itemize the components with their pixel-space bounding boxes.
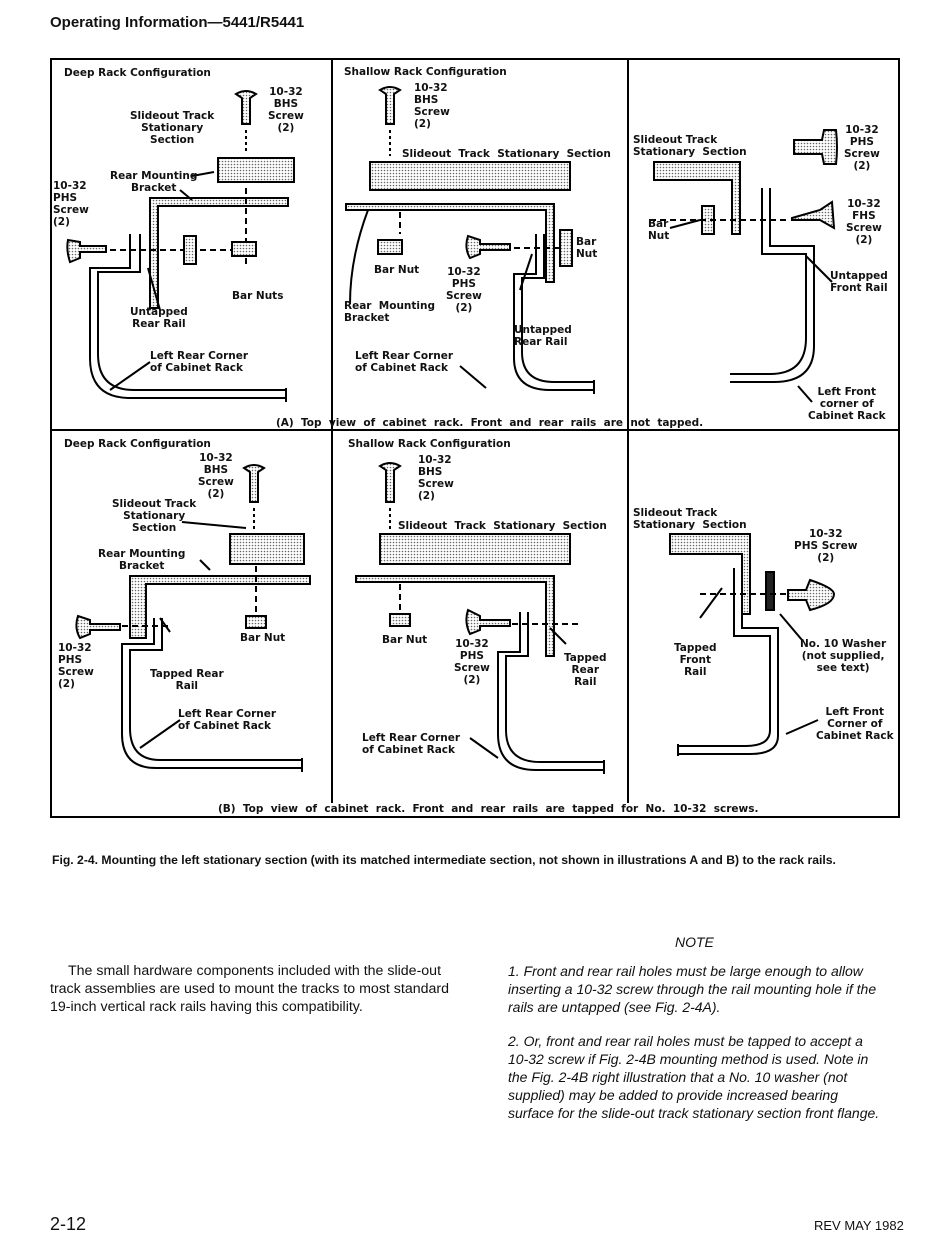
- f-corner-label: Left Front Corner of Cabinet Rack: [816, 706, 894, 742]
- a-bhs-screw-label: 10-32 BHS Screw (2): [268, 86, 304, 134]
- b-shallow-drawing: [355, 462, 605, 774]
- e-phs-screw-label: 10-32 PHS Screw (2): [454, 638, 490, 686]
- c-barnut-label: Bar Nut: [648, 218, 670, 242]
- c-slideout-label: Slideout Track Stationary Section: [633, 134, 747, 158]
- c-fhs-screw-label: 10-32 FHS Screw (2): [846, 198, 882, 246]
- e-tapped-label: Tapped Rear Rail: [564, 652, 607, 688]
- page-header: Operating Information—5441/R5441: [50, 14, 305, 31]
- body-text: The small hardware components included w…: [50, 963, 450, 1015]
- d-barnut-label: Bar Nut: [240, 632, 286, 644]
- page-number: 2-12: [50, 1214, 87, 1234]
- b-corner-label: Left Rear Corner of Cabinet Rack: [355, 350, 454, 374]
- f-washer-label: No. 10 Washer (not supplied, see text): [800, 638, 887, 674]
- a-bracket-label: Rear Mounting Bracket: [110, 170, 198, 194]
- a-deep-title: Deep Rack Configuration: [64, 67, 211, 79]
- note-item-1: 1. Front and rear rail holes must be lar…: [508, 963, 877, 1015]
- note-title: NOTE: [675, 934, 714, 950]
- e-barnut-label: Bar Nut: [382, 634, 428, 646]
- b-phs-screw-label: 10-32 PHS Screw (2): [446, 266, 482, 314]
- f-tapped-label: Tapped Front Rail: [674, 642, 717, 678]
- a-front-drawing: [650, 129, 838, 403]
- a-barnuts-label: Bar Nuts: [232, 290, 284, 302]
- f-slideout-label: Slideout Track Stationary Section: [633, 507, 747, 531]
- d-corner-label: Left Rear Corner of Cabinet Rack: [178, 708, 277, 732]
- d-bhs-screw-label: 10-32 BHS Screw (2): [198, 452, 234, 500]
- a-slideout-label: Slideout Track Stationary Section: [130, 110, 215, 146]
- a-phs-screw-label: 10-32 PHS Screw (2): [53, 180, 89, 228]
- d-bracket-label: Rear Mounting Bracket: [98, 548, 186, 572]
- e-bhs-screw-label: 10-32 BHS Screw (2): [418, 454, 454, 502]
- b-bracket-label: Rear Mounting Bracket: [344, 300, 436, 324]
- revision-date: REV MAY 1982: [814, 1218, 904, 1233]
- figure-2-4: Deep Rack Configuration Shallow Rack Con…: [50, 58, 900, 818]
- c-corner-label: Left Front corner of Cabinet Rack: [808, 386, 886, 422]
- b-shallow-title: Shallow Rack Configuration: [348, 438, 511, 450]
- d-slideout-label: Slideout Track Stationary Section: [112, 498, 197, 534]
- a-shallow-title: Shallow Rack Configuration: [344, 66, 507, 78]
- b-front-drawing: [669, 533, 836, 756]
- b-barnut-label: Bar Nut: [374, 264, 420, 276]
- a-deep-drawing: [66, 90, 295, 402]
- d-tapped-label: Tapped Rear Rail: [150, 668, 224, 692]
- note-item-2: 2. Or, front and rear rail holes must be…: [508, 1033, 880, 1121]
- b-slideout-label: Slideout Track Stationary Section: [402, 148, 611, 160]
- body-paragraph: The small hardware components included w…: [50, 962, 460, 1016]
- b-barnut2-label: Bar Nut: [576, 236, 598, 260]
- e-slideout-label: Slideout Track Stationary Section: [398, 520, 607, 532]
- a-corner-label: Left Rear Corner of Cabinet Rack: [150, 350, 249, 374]
- c-untapped-label: Untapped Front Rail: [830, 270, 888, 294]
- d-phs-screw-label: 10-32 PHS Screw (2): [58, 642, 94, 690]
- f-phs-screw-label: 10-32 PHS Screw (2): [794, 528, 858, 564]
- b-deep-drawing: [75, 464, 311, 772]
- panel-b-caption: (B) Top view of cabinet rack. Front and …: [218, 803, 759, 815]
- b-deep-title: Deep Rack Configuration: [64, 438, 211, 450]
- a-untapped-label: Untapped Rear Rail: [130, 306, 188, 330]
- b-bhs-screw-label: 10-32 BHS Screw (2): [414, 82, 450, 130]
- e-corner-label: Left Rear Corner of Cabinet Rack: [362, 732, 461, 756]
- c-phs-screw-label: 10-32 PHS Screw (2): [844, 124, 880, 172]
- figure-caption: Fig. 2-4. Mounting the left stationary s…: [52, 853, 836, 867]
- a-shallow-drawing: [345, 86, 595, 394]
- b-untapped-label: Untapped Rear Rail: [514, 324, 572, 348]
- panel-a-caption: (A) Top view of cabinet rack. Front and …: [276, 417, 704, 429]
- figure-drawing: [50, 58, 900, 818]
